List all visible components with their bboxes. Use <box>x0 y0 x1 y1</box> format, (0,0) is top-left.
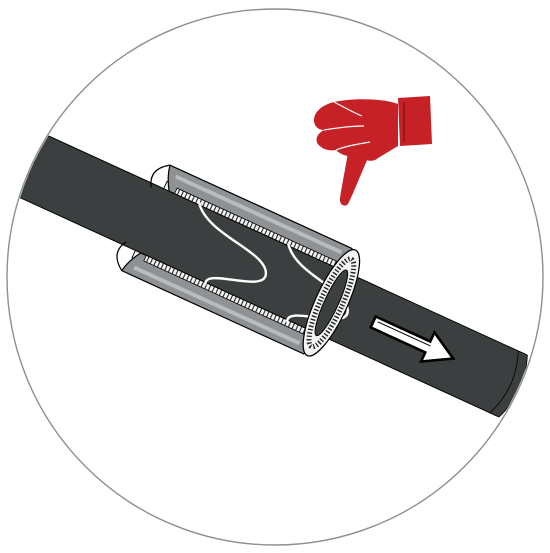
illustration-stage <box>0 0 550 553</box>
cable-sleeve-illustration <box>0 0 550 553</box>
